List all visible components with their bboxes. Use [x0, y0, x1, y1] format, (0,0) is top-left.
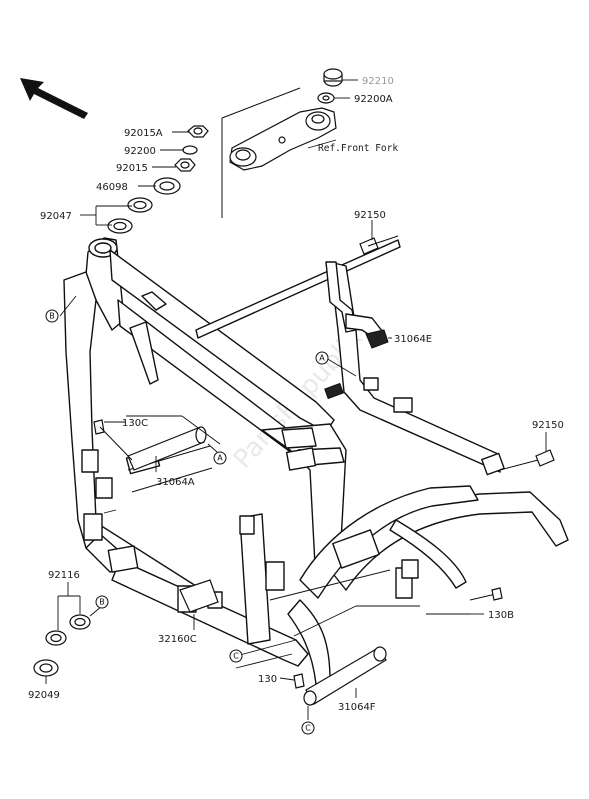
label-92200A: 92200A [354, 94, 393, 105]
front-fork-bracket [221, 87, 337, 218]
ref-marker-b-top: B [45, 309, 59, 323]
svg-text:C: C [233, 652, 239, 661]
label-130: 130 [258, 674, 277, 685]
bolt-130C [93, 419, 133, 461]
label-130C: 130C [122, 418, 148, 429]
main-frame [63, 237, 569, 685]
label-130B: 130B [488, 610, 514, 621]
cap-nut-92210 [323, 68, 343, 87]
label-31064E: 31064E [394, 334, 432, 345]
bolt-92150-top [359, 235, 399, 255]
ref-marker-c-bottom: C [301, 721, 315, 735]
label-ref-front-fork: Ref.Front Fork [318, 143, 398, 154]
part-31064A [127, 426, 207, 471]
label-92200: 92200 [124, 146, 156, 157]
label-92116: 92116 [48, 570, 80, 581]
part-32160C [179, 579, 219, 613]
label-92015: 92015 [116, 163, 148, 174]
washer-92200 [182, 145, 198, 155]
ref-marker-a-left: A [213, 451, 227, 465]
part-92116 [45, 614, 91, 646]
label-92049: 92049 [28, 690, 60, 701]
nut-92015 [174, 158, 196, 172]
part-92049 [33, 659, 59, 677]
label-31064F: 31064F [338, 702, 376, 713]
bolt-130B [469, 587, 503, 601]
label-92015A: 92015A [124, 128, 163, 139]
part-31064E [325, 261, 389, 349]
ref-marker-c-left: C [229, 649, 243, 663]
bolt-130 [293, 673, 305, 689]
svg-text:A: A [217, 454, 223, 463]
label-31064A: 31064A [156, 477, 195, 488]
seal-46098 [153, 177, 181, 195]
label-92210: 92210 [362, 76, 394, 87]
label-46098: 46098 [96, 182, 128, 193]
ref-marker-b-bottom: B [95, 595, 109, 609]
label-92150-right: 92150 [532, 420, 564, 431]
part-31064F [303, 646, 387, 706]
svg-text:A: A [319, 354, 325, 363]
ref-marker-a-right: A [315, 351, 329, 365]
bearing-race-92047 [107, 197, 153, 234]
arrow-front-left-icon [20, 78, 88, 119]
washer-92200A [317, 92, 335, 104]
bolt-92150-right [499, 449, 555, 471]
svg-text:B: B [99, 598, 105, 607]
label-92150-top: 92150 [354, 210, 386, 221]
nut-92015A [187, 125, 209, 138]
label-92047: 92047 [40, 211, 72, 222]
svg-text:C: C [305, 724, 311, 733]
label-32160C: 32160C [158, 634, 197, 645]
svg-text:B: B [49, 312, 55, 321]
